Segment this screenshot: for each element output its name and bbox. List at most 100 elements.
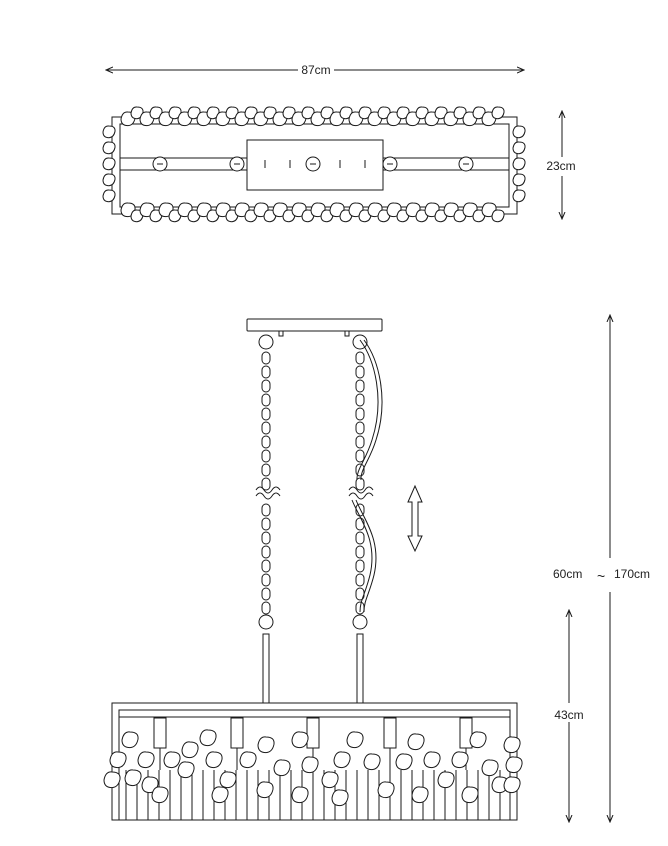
chain-link (355, 435, 365, 449)
crystal (121, 731, 139, 749)
crystal (512, 125, 526, 139)
crystal (331, 789, 349, 807)
crystal (411, 786, 429, 804)
crystal (377, 781, 395, 799)
crystal (503, 736, 521, 754)
body-height-dimension: 43cm (554, 610, 584, 822)
crystal (512, 141, 526, 155)
crystal (491, 106, 505, 120)
crystal (273, 759, 291, 777)
crystal (491, 209, 505, 223)
chain-link (261, 587, 271, 601)
double-vertical-arrow-icon (407, 484, 423, 553)
crystal (219, 771, 237, 789)
top-crystal-row (120, 106, 505, 127)
bulb-sockets (152, 156, 474, 172)
chain-link (355, 393, 365, 407)
chain-link (261, 503, 271, 517)
chain-link (261, 477, 271, 491)
chain-link (355, 365, 365, 379)
side-crystals (102, 125, 526, 203)
lamp-holder (230, 717, 244, 749)
depth-dimension: 23cm (546, 111, 576, 219)
height-range-dimension: 60cm ~ 170cm (553, 315, 650, 822)
crystal (481, 759, 499, 777)
width-label: 87cm (301, 63, 330, 77)
crystal (199, 729, 217, 747)
chain-link (261, 435, 271, 449)
crystal (177, 761, 195, 779)
crystal (109, 751, 127, 769)
crystal (395, 753, 413, 771)
crystal (346, 731, 364, 749)
crystal (505, 756, 523, 774)
range-max-label: 170cm (614, 567, 650, 581)
chain-link (261, 601, 271, 615)
chain-link (261, 573, 271, 587)
crystal (291, 731, 309, 749)
crystal (205, 751, 223, 769)
chain-link (261, 517, 271, 531)
lamp-holder (306, 717, 320, 749)
chain-ring (352, 614, 368, 630)
crystal (102, 189, 116, 203)
bottom-crystal-row (120, 202, 505, 223)
crystal (321, 771, 339, 789)
crystal (211, 786, 229, 804)
crystal (124, 769, 142, 787)
crystal (503, 776, 521, 794)
chain-link (355, 531, 365, 545)
crystal (257, 736, 275, 754)
chain-link (355, 517, 365, 531)
ceiling-canopy (246, 318, 383, 332)
chain-link (261, 351, 271, 365)
chain-link (261, 393, 271, 407)
lamp-holder (383, 717, 397, 749)
chain-link (261, 531, 271, 545)
crystal (102, 141, 116, 155)
chain-link (261, 407, 271, 421)
crystal (461, 786, 479, 804)
chain-link (261, 365, 271, 379)
crystal (102, 125, 116, 139)
down-rod-right (356, 633, 364, 704)
crystal (291, 786, 309, 804)
chain-ring (258, 614, 274, 630)
canopy-hook (344, 330, 350, 337)
crystal (469, 731, 487, 749)
crystal (151, 786, 169, 804)
chain-link (355, 477, 365, 491)
chain-ring (258, 334, 274, 350)
suspension-chain-left (258, 334, 274, 630)
range-separator: ~ (597, 568, 605, 584)
crystal (512, 157, 526, 171)
crystal (103, 771, 121, 789)
chain-link (261, 421, 271, 435)
chain-link (261, 559, 271, 573)
suspension-chain-right (352, 334, 368, 630)
crystal (407, 733, 425, 751)
lamp-holder (153, 717, 167, 749)
chain-link (261, 449, 271, 463)
break-mark (348, 486, 374, 494)
depth-label: 23cm (546, 159, 575, 173)
crystal (423, 751, 441, 769)
crystal (163, 751, 181, 769)
power-cable (356, 339, 379, 481)
canopy-hook (278, 330, 284, 337)
break-mark (255, 486, 281, 494)
crystal (512, 173, 526, 187)
chain-link (261, 379, 271, 393)
width-dimension: 87cm (106, 63, 524, 77)
range-min-label: 60cm (553, 567, 582, 581)
power-cable (351, 499, 373, 613)
crystal (451, 751, 469, 769)
chain-link (355, 449, 365, 463)
chain-link (355, 573, 365, 587)
side-view: 60cm ~ 170cm 43cm (103, 315, 650, 822)
chain-link (261, 463, 271, 477)
chain-link (355, 421, 365, 435)
lamp-holders (153, 717, 473, 770)
chain-link (355, 379, 365, 393)
